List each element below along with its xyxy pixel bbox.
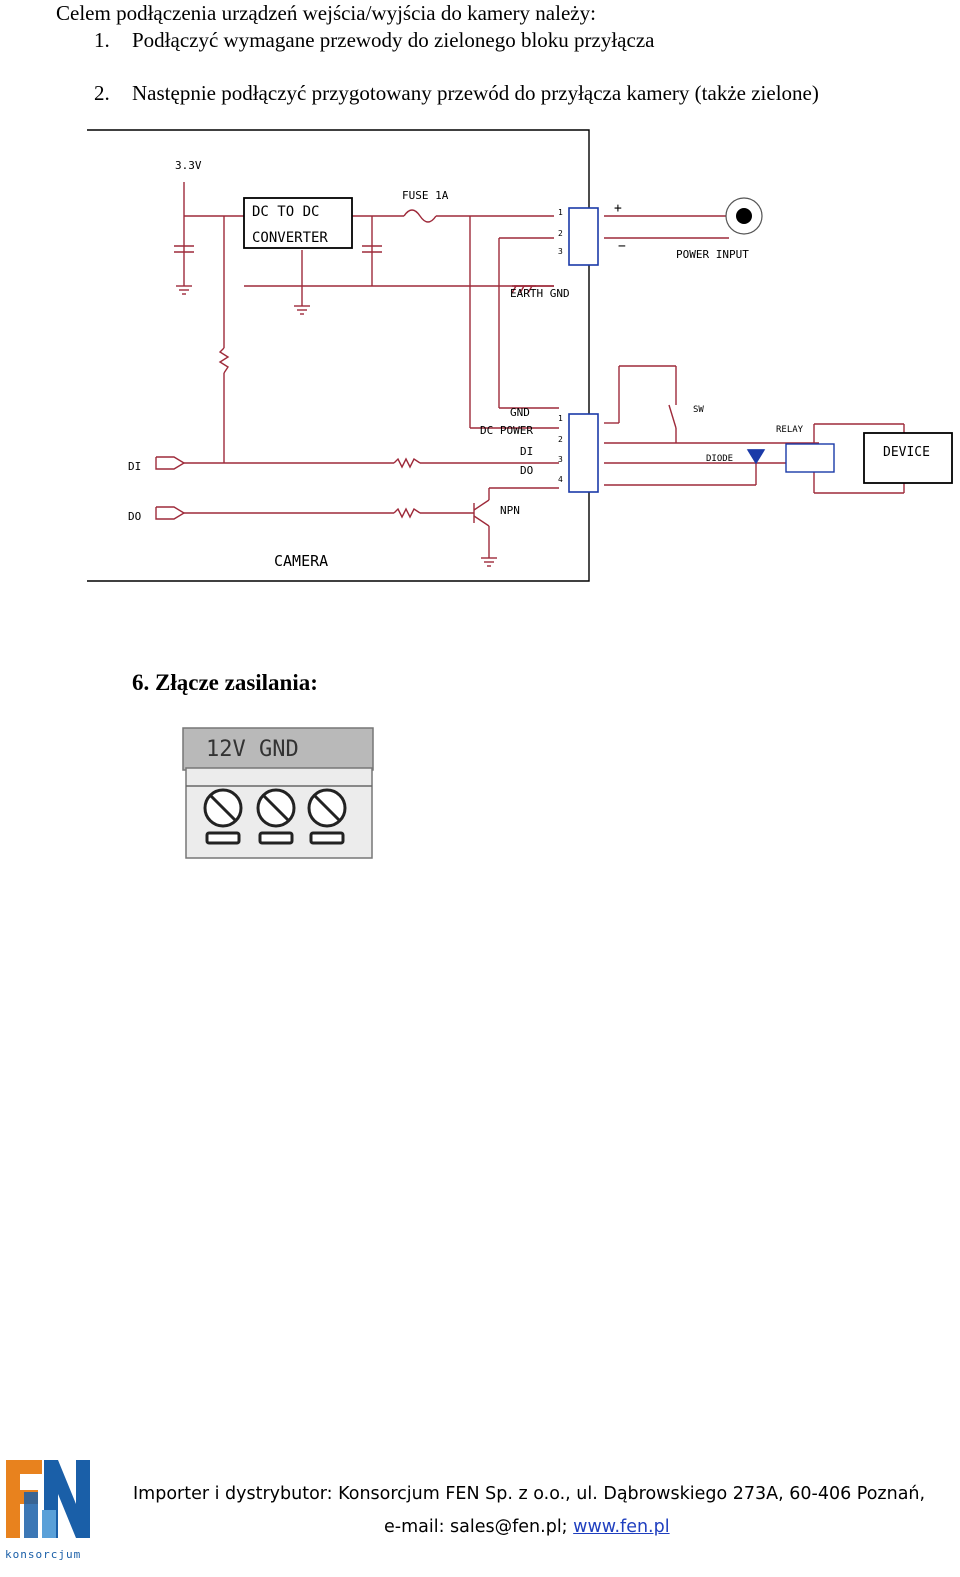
- footer-contact: e-mail: sales@fen.pl; www.fen.pl: [384, 1517, 670, 1537]
- label-minus: −: [618, 239, 626, 254]
- screw-icon: [203, 788, 243, 845]
- label-gnd: GND: [510, 406, 530, 419]
- logo-text: konsorcjum: [5, 1548, 81, 1561]
- pin-4-io: 4: [558, 475, 563, 484]
- step-1-text: Podłączyć wymagane przewody do zielonego…: [132, 28, 655, 52]
- screw-icon: [256, 788, 296, 845]
- step-2-text: Następnie podłączyć przygotowany przewód…: [132, 81, 819, 105]
- step-2: 2. Następnie podłączyć przygotowany prze…: [94, 80, 914, 106]
- pin-3-io: 3: [558, 455, 563, 464]
- footer-importer: Importer i dystrybutor: Konsorcjum FEN S…: [133, 1484, 926, 1504]
- label-device: DEVICE: [883, 445, 930, 460]
- pin-3-power: 3: [558, 247, 563, 256]
- step-1-number: 1.: [94, 28, 110, 52]
- fen-logo-icon: konsorcjum: [5, 1460, 90, 1561]
- screw-icon: [307, 788, 347, 845]
- footer-email: e-mail: sales@fen.pl;: [384, 1517, 574, 1537]
- label-npn: NPN: [500, 504, 520, 517]
- pin-1-io: 1: [558, 414, 563, 423]
- step-1: 1. Podłączyć wymagane przewody do zielon…: [94, 27, 914, 53]
- label-do-pin: DO: [520, 464, 533, 477]
- label-di-pin: DI: [520, 445, 533, 458]
- label-dc-to-dc: DC TO DC: [252, 204, 319, 220]
- label-do: DO: [128, 510, 141, 523]
- label-diode: DIODE: [706, 454, 733, 464]
- io-wiring-diagram: 3.3V FUSE 1A + − POWER INPUT EARTH GND 1…: [87, 129, 953, 582]
- footer-website-link[interactable]: www.fen.pl: [573, 1517, 670, 1537]
- label-power-input: POWER INPUT: [676, 248, 749, 261]
- power-terminal-block: 12V GND: [182, 727, 374, 859]
- label-camera: CAMERA: [274, 552, 328, 570]
- intro-text: Celem podłączenia urządzeń wejścia/wyjśc…: [56, 1, 596, 25]
- label-fuse: FUSE 1A: [402, 189, 449, 202]
- label-plus: +: [614, 201, 622, 216]
- label-di: DI: [128, 460, 141, 473]
- label-earth-gnd: EARTH GND: [510, 287, 570, 300]
- label-sw: SW: [693, 405, 704, 415]
- label-3v3: 3.3V: [175, 159, 202, 172]
- pin-2-power: 2: [558, 229, 563, 238]
- label-dc-power: DC POWER: [480, 424, 533, 437]
- label-converter: CONVERTER: [252, 230, 328, 246]
- label-relay: RELAY: [776, 425, 804, 435]
- pin-1-power: 1: [558, 208, 563, 217]
- terminal-label: 12V GND: [206, 737, 299, 762]
- section-6-heading: 6. Złącze zasilania:: [132, 670, 318, 695]
- step-2-number: 2.: [94, 81, 110, 105]
- pin-2-io: 2: [558, 435, 563, 444]
